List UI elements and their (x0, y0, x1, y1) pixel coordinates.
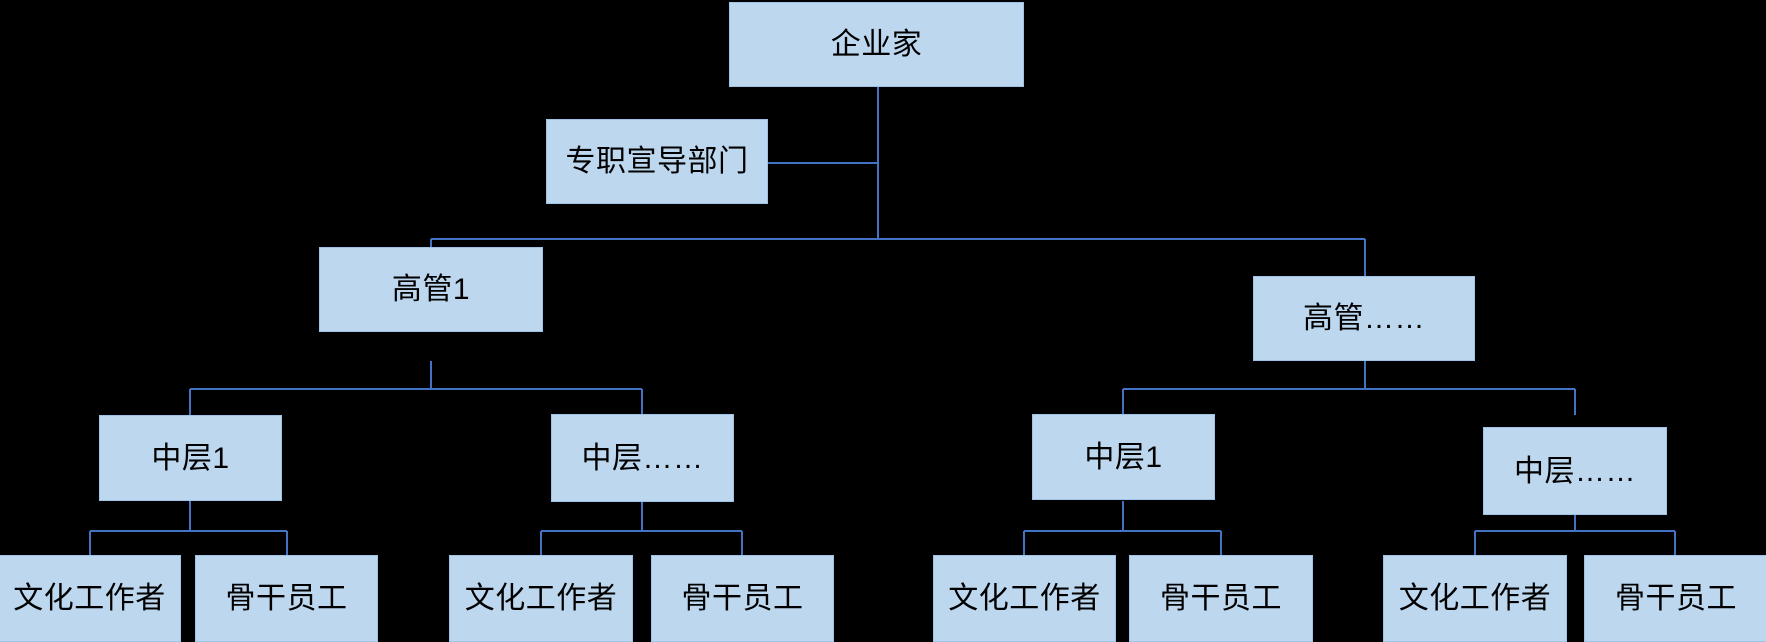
node-culture-worker-3-label: 文化工作者 (948, 582, 1101, 615)
node-mid-1a[interactable]: 中层1 (99, 415, 282, 501)
node-culture-worker-3[interactable]: 文化工作者 (933, 555, 1116, 642)
node-dedicated-dept-label: 专职宣导部门 (565, 145, 749, 178)
node-core-staff-3[interactable]: 骨干员工 (1129, 555, 1313, 642)
node-core-staff-3-label: 骨干员工 (1160, 582, 1282, 615)
node-exec-1-label: 高管1 (391, 273, 471, 306)
node-culture-worker-4[interactable]: 文化工作者 (1383, 555, 1567, 642)
node-exec-n-label: 高管…… (1303, 302, 1425, 335)
node-core-staff-1-label: 骨干员工 (225, 582, 348, 615)
node-culture-worker-4-label: 文化工作者 (1398, 582, 1552, 615)
node-core-staff-4-label: 骨干员工 (1615, 582, 1737, 615)
node-mid-1a-label: 中层1 (151, 441, 230, 475)
node-dedicated-dept[interactable]: 专职宣导部门 (546, 119, 768, 204)
node-mid-1n[interactable]: 中层…… (551, 414, 734, 502)
node-mid-1n-label: 中层…… (581, 441, 704, 475)
node-core-staff-2[interactable]: 骨干员工 (651, 555, 834, 642)
node-mid-2a-label: 中层1 (1084, 440, 1163, 474)
node-core-staff-4[interactable]: 骨干员工 (1584, 555, 1766, 642)
node-culture-worker-2-label: 文化工作者 (464, 582, 618, 615)
node-core-staff-1[interactable]: 骨干员工 (195, 555, 378, 642)
node-culture-worker-1-label: 文化工作者 (13, 582, 166, 615)
node-entrepreneur[interactable]: 企业家 (729, 2, 1024, 87)
node-core-staff-2-label: 骨干员工 (681, 582, 804, 615)
node-mid-2n-label: 中层…… (1514, 454, 1636, 488)
node-culture-worker-1[interactable]: 文化工作者 (0, 555, 181, 642)
node-mid-2a[interactable]: 中层1 (1032, 414, 1215, 500)
node-mid-2n[interactable]: 中层…… (1483, 427, 1667, 515)
node-exec-n[interactable]: 高管…… (1253, 276, 1475, 361)
node-entrepreneur-label: 企业家 (830, 28, 923, 61)
node-culture-worker-2[interactable]: 文化工作者 (449, 555, 633, 642)
node-exec-1[interactable]: 高管1 (319, 247, 543, 332)
